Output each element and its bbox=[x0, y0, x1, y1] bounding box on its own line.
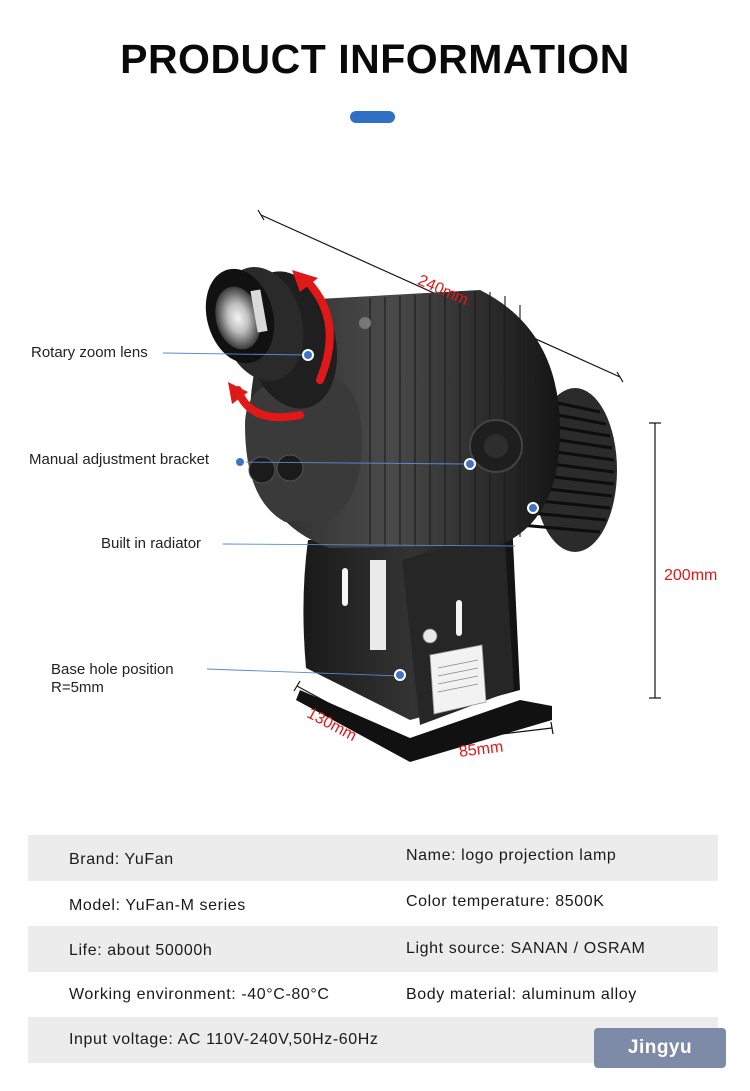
spec-model: Model: YuFan-M series bbox=[69, 896, 246, 914]
spec-life: Life: about 50000h bbox=[69, 942, 213, 960]
zoom-lens bbox=[205, 267, 338, 409]
callout-built-in-radiator: Built in radiator bbox=[101, 535, 202, 552]
stand-bracket bbox=[296, 520, 552, 762]
title-accent-bar bbox=[350, 111, 395, 123]
dimension-label-height: 200mm bbox=[664, 567, 718, 584]
callout-base-hole-position: Base hole position bbox=[51, 661, 174, 678]
dimension-line-height bbox=[649, 422, 661, 699]
spec-name: Name: logo projection lamp bbox=[406, 847, 617, 864]
product-figure bbox=[162, 209, 661, 762]
callout-base-hole-radius: R=5mm bbox=[51, 679, 104, 696]
spec-row: Model: YuFan-M series Color temperature:… bbox=[28, 881, 718, 927]
watermark-badge: Jingyu bbox=[594, 1028, 726, 1068]
spec-row: Life: about 50000h Light source: SANAN /… bbox=[28, 926, 718, 972]
spec-table: Brand: YuFan Name: logo projection lamp … bbox=[28, 835, 718, 1063]
callout-rotary-zoom-lens: Rotary zoom lens bbox=[31, 344, 148, 361]
spec-brand: Brand: YuFan bbox=[69, 851, 174, 868]
spec-light-source: Light source: SANAN / OSRAM bbox=[406, 940, 646, 958]
spec-working-environment: Working environment: -40°C-80°C bbox=[69, 985, 330, 1003]
spec-row: Brand: YuFan Name: logo projection lamp bbox=[28, 835, 718, 881]
spec-row: Working environment: -40°C-80°C Body mat… bbox=[28, 972, 718, 1018]
spec-body-material: Body material: aluminum alloy bbox=[406, 985, 637, 1003]
page-title: PRODUCT INFORMATION bbox=[120, 36, 630, 82]
spec-input-voltage: Input voltage: AC 110V-240V,50Hz-60Hz bbox=[69, 1031, 379, 1049]
callout-manual-adjustment-bracket: Manual adjustment bracket bbox=[29, 451, 210, 468]
spec-color-temperature: Color temperature: 8500K bbox=[406, 892, 605, 910]
